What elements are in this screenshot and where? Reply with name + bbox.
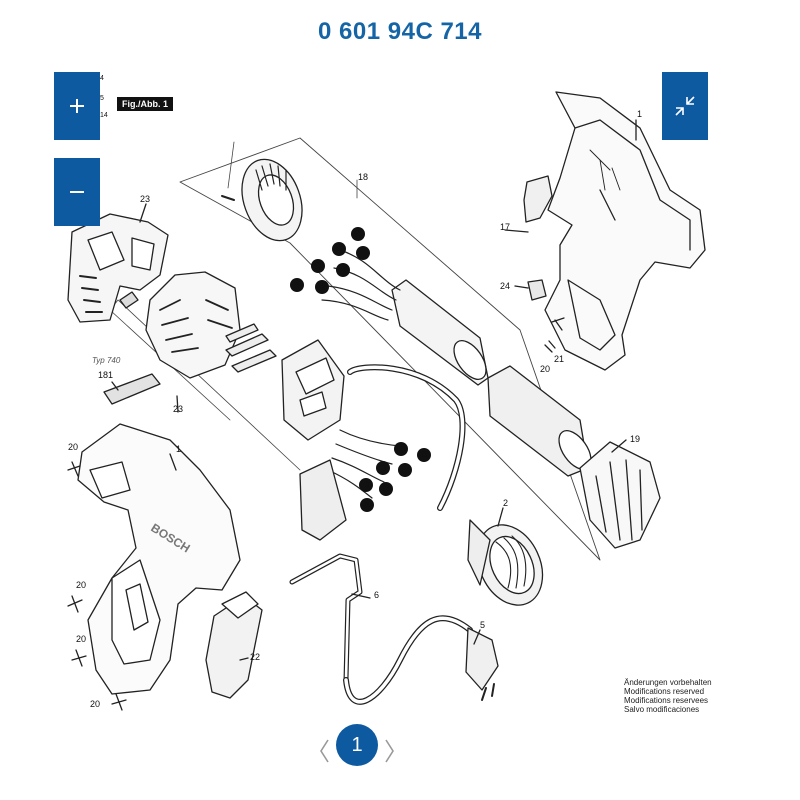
side-ref: 4 bbox=[100, 75, 104, 82]
callout-17: 17 bbox=[500, 222, 510, 232]
callout-20: 20 bbox=[90, 699, 100, 709]
callout-23: 23 bbox=[173, 404, 183, 414]
side-ref: 5 bbox=[100, 95, 104, 102]
callout-labels: 1 1 2 5 6 17 18 19 20 20 20 20 20 21 22 … bbox=[68, 109, 642, 709]
wire-letter: G bbox=[420, 450, 427, 460]
side-ref: 14 bbox=[100, 112, 108, 119]
callout-22: 22 bbox=[250, 652, 260, 662]
wire-letter: E bbox=[402, 465, 408, 475]
wire-letter: G bbox=[354, 229, 361, 239]
wire-letter: F bbox=[360, 248, 366, 258]
callout-20: 20 bbox=[76, 580, 86, 590]
zoom-out-button[interactable] bbox=[54, 158, 100, 226]
callout-20: 20 bbox=[68, 442, 78, 452]
figure-label: Fig./Abb. 1 bbox=[122, 99, 168, 109]
callout-20: 20 bbox=[76, 634, 86, 644]
wire-letter: C bbox=[315, 261, 322, 271]
note-line: Modifications reserved bbox=[624, 687, 705, 696]
zoom-in-button[interactable] bbox=[54, 72, 100, 140]
wire-letter: D bbox=[380, 463, 387, 473]
callout-23: 23 bbox=[140, 194, 150, 204]
fit-to-screen-button[interactable] bbox=[662, 72, 708, 140]
note-line: Änderungen vorbehalten bbox=[624, 678, 712, 687]
wire-letter: F bbox=[398, 444, 404, 454]
pagination: 1 bbox=[0, 716, 800, 786]
part-number-title: 0 601 94C 714 bbox=[318, 18, 482, 45]
plus-icon bbox=[70, 99, 84, 113]
wire-letter: A bbox=[294, 280, 301, 290]
callout-19: 19 bbox=[630, 434, 640, 444]
collapse-arrows-icon bbox=[675, 96, 695, 116]
chevron-left-icon[interactable] bbox=[318, 738, 330, 764]
typ-note: Typ 740 bbox=[92, 356, 121, 365]
callout-5: 5 bbox=[480, 620, 485, 630]
callout-20: 20 bbox=[540, 364, 550, 374]
modification-notes: Änderungen vorbehalten Modifications res… bbox=[624, 678, 712, 714]
wire-letters-middle: A B C D E F G bbox=[359, 442, 431, 512]
callout-21: 21 bbox=[554, 354, 564, 364]
wire-letters-top: A B C D E F G bbox=[290, 227, 370, 294]
wire-letter: D bbox=[340, 265, 347, 275]
callout-181: 181 bbox=[98, 370, 113, 380]
callout-6: 6 bbox=[374, 590, 379, 600]
wire-letter: B bbox=[363, 480, 370, 490]
wire-letter: E bbox=[336, 244, 342, 254]
current-page-button[interactable]: 1 bbox=[336, 724, 378, 766]
callout-2: 2 bbox=[503, 498, 508, 508]
callout-24: 24 bbox=[500, 281, 510, 291]
minus-icon bbox=[70, 191, 84, 193]
chevron-right-icon[interactable] bbox=[384, 738, 396, 764]
wire-letter: B bbox=[319, 282, 326, 292]
callout-1-right: 1 bbox=[637, 109, 642, 119]
callout-18: 18 bbox=[358, 172, 368, 182]
wire-letter: C bbox=[383, 484, 390, 494]
note-line: Modifications reservees bbox=[624, 696, 709, 705]
callout-1-left: 1 bbox=[176, 444, 181, 454]
wire-letter: A bbox=[364, 500, 371, 510]
note-line: Salvo modificaciones bbox=[624, 705, 700, 714]
